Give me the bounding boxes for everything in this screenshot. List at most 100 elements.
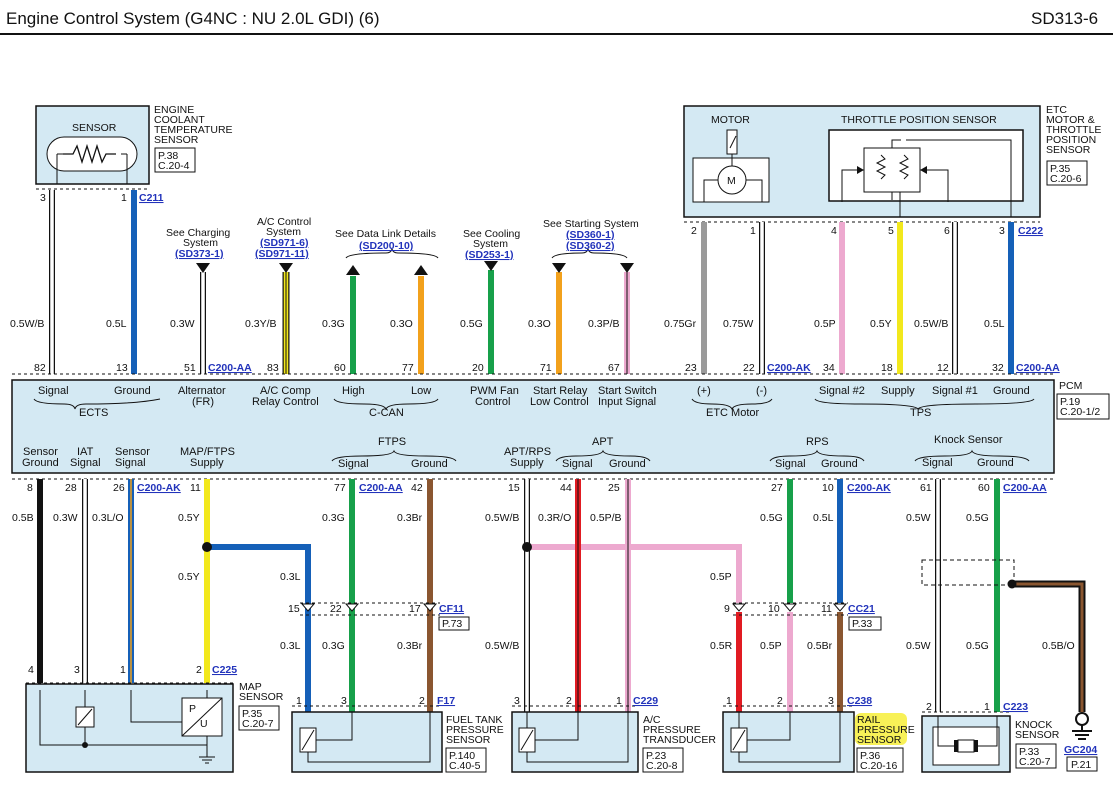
svg-text:ECTS: ECTS xyxy=(79,407,108,419)
svg-text:0.5W/B: 0.5W/B xyxy=(485,512,519,524)
svg-text:44: 44 xyxy=(560,482,572,494)
svg-text:0.5Y: 0.5Y xyxy=(178,512,200,524)
svg-text:Signal: Signal xyxy=(562,458,593,470)
svg-text:RAIL: RAIL xyxy=(857,714,881,726)
rail-pressure-sensor: 1 2 3 C238 RAIL PRESSURE SENSOR P.36 C.2… xyxy=(722,695,915,773)
svg-text:PRESSURE: PRESSURE xyxy=(857,724,915,736)
ects-name-2: COOLANT xyxy=(154,114,205,126)
svg-text:0.5P: 0.5P xyxy=(710,571,732,583)
cf11-ref: P.73 xyxy=(442,618,462,630)
svg-text:Ground: Ground xyxy=(977,457,1014,469)
fuel-tank-pressure-sensor: 1 3 2 F17 FUEL TANK PRESSURE SENSOR P.14… xyxy=(291,695,504,773)
svg-text:82: 82 xyxy=(34,362,46,374)
svg-text:8: 8 xyxy=(27,482,33,494)
svg-text:32: 32 xyxy=(992,362,1004,374)
svg-text:U: U xyxy=(200,718,208,730)
fuel-connector: F17 xyxy=(437,695,455,707)
note-cooling-link[interactable]: (SD253-1) xyxy=(465,249,513,261)
ects-connector: C211 xyxy=(139,192,164,204)
svg-text:Start Relay: Start Relay xyxy=(533,385,588,397)
ects-pin-3: 3 xyxy=(40,192,46,204)
svg-text:1: 1 xyxy=(984,701,990,713)
page-code: SD313-6 xyxy=(1031,9,1098,28)
pcm-top-pins: 82 13 51 C200-AA 83 60 77 20 71 67 23 22… xyxy=(34,362,1060,374)
pcm-connector-top-c: C200-AA xyxy=(1016,362,1060,374)
svg-text:3: 3 xyxy=(828,695,834,707)
svg-text:0.5G: 0.5G xyxy=(966,640,989,652)
svg-text:0.5L: 0.5L xyxy=(813,512,834,524)
etc-pin-1: 1 xyxy=(750,225,756,237)
svg-text:42: 42 xyxy=(411,482,423,494)
svg-text:0.3W: 0.3W xyxy=(170,318,195,330)
svg-text:C.20-8: C.20-8 xyxy=(646,760,678,772)
note-ac-link-2[interactable]: (SD971-11) xyxy=(255,248,309,260)
note-datalink-link[interactable]: (SD200-10) xyxy=(359,240,413,252)
svg-text:34: 34 xyxy=(823,362,835,374)
svg-text:C.20-7: C.20-7 xyxy=(242,718,274,730)
svg-text:71: 71 xyxy=(540,362,552,374)
map-sensor: 4 3 1 2 C225 P U MAP SENSOR P.35 C.20-7 xyxy=(25,664,284,773)
svg-text:0.5W/B: 0.5W/B xyxy=(10,318,44,330)
svg-text:Control: Control xyxy=(475,396,510,408)
map-connector: C225 xyxy=(212,664,237,676)
svg-text:0.3P/B: 0.3P/B xyxy=(588,318,620,330)
svg-text:0.3R/O: 0.3R/O xyxy=(538,512,571,524)
svg-text:C.40-5: C.40-5 xyxy=(449,760,481,772)
svg-text:0.5G: 0.5G xyxy=(966,512,989,524)
gc204-label: GC204 xyxy=(1064,744,1097,756)
note-datalink-1: See Data Link Details xyxy=(335,228,436,240)
note-ac-link-1[interactable]: (SD971-6) xyxy=(260,237,308,249)
note-cooling-1: See Cooling xyxy=(463,228,520,240)
svg-text:0.5B: 0.5B xyxy=(12,512,34,524)
ects-label: SENSOR xyxy=(72,122,117,134)
svg-text:0.5L: 0.5L xyxy=(984,318,1005,330)
svg-text:23: 23 xyxy=(685,362,697,374)
svg-text:SENSOR: SENSOR xyxy=(239,691,284,703)
svg-text:2: 2 xyxy=(196,664,202,676)
svg-text:1: 1 xyxy=(616,695,622,707)
svg-text:SENSOR: SENSOR xyxy=(446,734,491,746)
svg-text:Ground: Ground xyxy=(993,385,1030,397)
svg-text:P.23: P.23 xyxy=(646,750,666,762)
svg-text:Signal: Signal xyxy=(115,457,146,469)
pcm-connector-bot-b: C200-AA xyxy=(359,482,403,494)
ects-ref-1: P.38 xyxy=(158,150,178,162)
pcm-bottom-pins: 8 28 26 C200-AK 11 77 C200-AA 42 15 44 2… xyxy=(27,482,1047,494)
ects-ref-2: C.20-4 xyxy=(158,160,190,172)
rail-connector: C238 xyxy=(847,695,872,707)
wire-rps-supply xyxy=(527,544,742,603)
ects-name-4: SENSOR xyxy=(154,134,199,146)
svg-text:P.36: P.36 xyxy=(860,750,880,762)
svg-text:Start Switch: Start Switch xyxy=(598,385,657,397)
svg-text:13: 13 xyxy=(116,362,128,374)
note-charging-link[interactable]: (SD373-1) xyxy=(175,248,223,260)
svg-text:Signal: Signal xyxy=(70,457,101,469)
svg-text:Low Control: Low Control xyxy=(530,396,589,408)
svg-text:P.35: P.35 xyxy=(242,708,262,720)
etc-pin-3: 3 xyxy=(999,225,1005,237)
cc21-ref: P.33 xyxy=(852,618,872,630)
note-starting-link-2[interactable]: (SD360-2) xyxy=(566,240,614,252)
svg-text:APT/RPS: APT/RPS xyxy=(504,446,551,458)
svg-text:25: 25 xyxy=(608,482,620,494)
svg-text:1: 1 xyxy=(120,664,126,676)
svg-text:0.75W: 0.75W xyxy=(723,318,753,330)
svg-text:Ground: Ground xyxy=(22,457,59,469)
svg-text:2: 2 xyxy=(926,701,932,713)
etc-pin-6: 6 xyxy=(944,225,950,237)
svg-text:0.3Br: 0.3Br xyxy=(397,640,423,652)
svg-text:77: 77 xyxy=(334,482,346,494)
svg-text:Signal #1: Signal #1 xyxy=(932,385,978,397)
svg-text:2: 2 xyxy=(777,695,783,707)
svg-text:Ground: Ground xyxy=(609,458,646,470)
etc-ref-2: C.20-6 xyxy=(1050,173,1082,185)
etc-name-5: SENSOR xyxy=(1046,144,1091,156)
svg-text:20: 20 xyxy=(472,362,484,374)
svg-text:RPS: RPS xyxy=(806,436,829,448)
etc-pin-5: 5 xyxy=(888,225,894,237)
pcm-bottom-labels: Sensor Ground IAT Signal Sensor Signal M… xyxy=(22,434,1030,470)
note-starting-link-1[interactable]: (SD360-1) xyxy=(566,229,614,241)
pcm-ref-2: C.20-1/2 xyxy=(1060,406,1100,418)
svg-text:TRANSDUCER: TRANSDUCER xyxy=(643,734,716,746)
svg-text:1: 1 xyxy=(726,695,732,707)
